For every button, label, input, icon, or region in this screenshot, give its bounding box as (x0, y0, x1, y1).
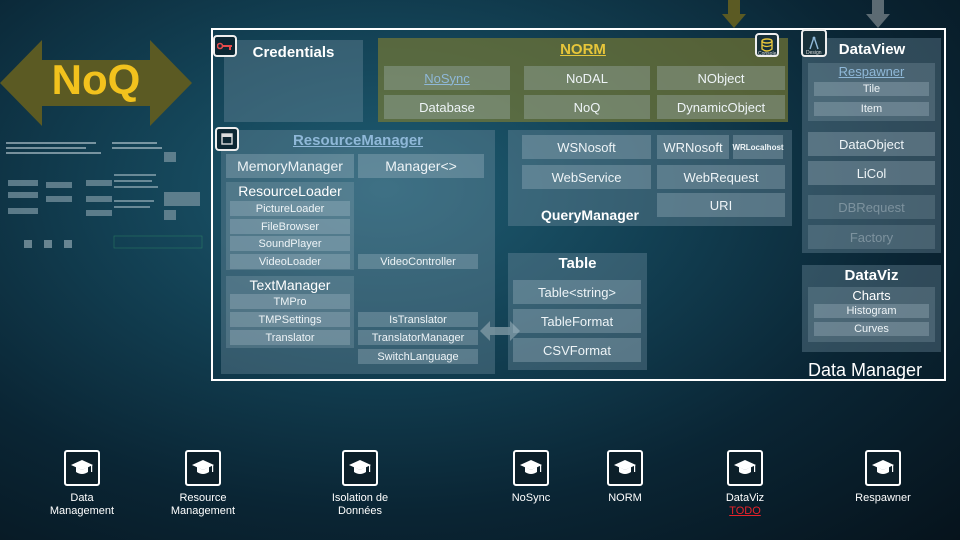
switch-language: SwitchLanguage (358, 349, 478, 364)
credentials-panel (224, 40, 363, 122)
resource-manager-title[interactable]: ResourceManager (292, 132, 424, 149)
tmpro: TMPro (230, 294, 350, 309)
norm-nobject: NObject (657, 66, 785, 90)
course-link[interactable]: Isolation de Données (300, 450, 420, 518)
dataviz-panel (802, 265, 941, 352)
norm-nodal: NoDAL (524, 66, 650, 90)
graduation-cap-icon (865, 450, 901, 486)
noq-double-arrow (0, 40, 192, 126)
dataview-title: DataView (838, 41, 906, 58)
norm-title[interactable]: NORM (560, 41, 606, 58)
wr-localhost: WRLocalhost (732, 135, 784, 159)
graduation-cap-icon (342, 450, 378, 486)
uri: URI (657, 193, 785, 217)
wr-nosoft: WRNosoft (657, 135, 729, 159)
console-label: Console (758, 51, 777, 57)
design-icon (801, 29, 827, 57)
down-arrow-gold (722, 0, 746, 28)
ws-nosoft: WSNosoft (522, 135, 651, 159)
course-label: NoSync (511, 492, 551, 504)
is-translator: IsTranslator (358, 312, 478, 327)
database-icon (755, 33, 779, 57)
respawner-item: Item (814, 102, 929, 116)
data-object: DataObject (808, 132, 935, 156)
graduation-cap-icon (513, 450, 549, 486)
memory-manager: MemoryManager (226, 154, 354, 178)
course-label: Isolation de Données (331, 492, 389, 517)
link-double-arrow (480, 321, 520, 341)
table-format: TableFormat (513, 309, 641, 333)
course-link[interactable]: Data Management (22, 450, 142, 518)
course-link[interactable]: NORM (565, 450, 685, 505)
file-browser: FileBrowser (230, 219, 350, 234)
course-link[interactable]: Respawner (823, 450, 943, 505)
video-loader: VideoLoader (230, 254, 350, 269)
factory: Factory (808, 225, 935, 249)
csv-format: CSVFormat (513, 338, 641, 362)
down-arrow-gray (866, 0, 890, 28)
resource-loader-title: ResourceLoader (238, 183, 342, 199)
course-label: Respawner (855, 492, 911, 504)
text-manager-panel (226, 276, 354, 348)
resource-manager-panel (221, 130, 495, 374)
picture-loader: PictureLoader (230, 201, 350, 216)
norm-noq: NoQ (524, 95, 650, 119)
resource-icon (215, 127, 239, 151)
credentials-title: Credentials (252, 44, 335, 61)
course-link[interactable]: Resource Management (143, 450, 263, 518)
sound-player: SoundPlayer (230, 236, 350, 251)
graduation-cap-icon (607, 450, 643, 486)
table-string: Table<string> (513, 280, 641, 304)
curves: Curves (814, 322, 929, 336)
video-controller: VideoController (358, 254, 478, 269)
design-label: Design (806, 50, 822, 56)
thumbnail-preview (4, 140, 204, 260)
respawner-title[interactable]: Respawner (838, 64, 905, 79)
tmp-settings: TMPSettings (230, 312, 350, 327)
data-manager-frame (211, 28, 946, 381)
query-manager-panel (508, 130, 792, 226)
norm-dynamicobject: DynamicObject (657, 95, 785, 119)
data-manager-label: Data Manager (808, 360, 923, 380)
noq-logo-text: NoQ (51, 56, 141, 103)
translator-manager: TranslatorManager (358, 330, 478, 345)
resource-loader-panel (226, 182, 354, 270)
course-label: Data Management (49, 492, 115, 517)
histogram: Histogram (814, 304, 929, 318)
charts-panel (808, 287, 935, 342)
course-label: DataViz (725, 492, 765, 504)
graduation-cap-icon (727, 450, 763, 486)
norm-database: Database (384, 95, 510, 119)
course-todo: TODO (729, 505, 761, 517)
web-service: WebService (522, 165, 651, 189)
web-request: WebRequest (657, 165, 785, 189)
licol: LiCol (808, 161, 935, 185)
table-panel (508, 253, 647, 370)
norm-panel (378, 38, 788, 122)
manager-generic: Manager<> (358, 154, 484, 178)
respawner-panel (808, 63, 935, 121)
table-title: Table (558, 255, 597, 272)
translator: Translator (230, 330, 350, 345)
db-request: DBRequest (808, 195, 935, 219)
graduation-cap-icon (64, 450, 100, 486)
respawner-tile: Tile (814, 82, 929, 96)
course-label: Resource Management (170, 492, 236, 517)
course-label: NORM (608, 492, 642, 504)
key-icon (213, 35, 237, 57)
text-manager-title: TextManager (249, 277, 331, 293)
charts-title: Charts (852, 288, 891, 303)
dataview-panel (802, 38, 941, 253)
query-manager-title: QueryManager (540, 207, 640, 223)
graduation-cap-icon (185, 450, 221, 486)
course-link[interactable]: NoSync (471, 450, 591, 505)
norm-nosync[interactable]: NoSync (384, 66, 510, 90)
dataviz-title: DataViz (844, 267, 899, 284)
